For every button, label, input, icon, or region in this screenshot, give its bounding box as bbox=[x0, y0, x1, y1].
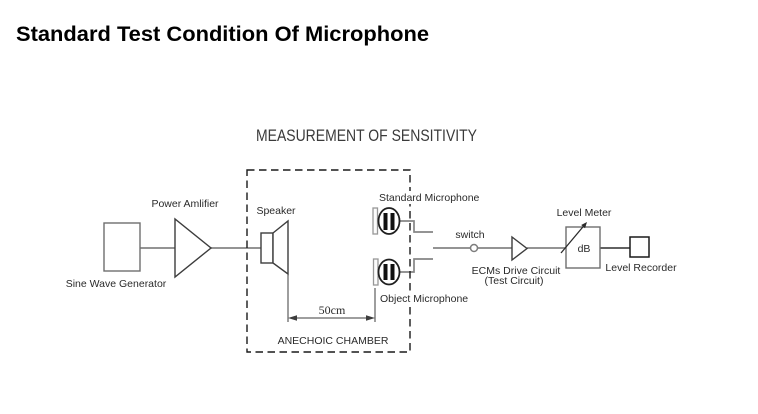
object-microphone-symbol bbox=[372, 258, 401, 286]
standard-microphone-bar-right bbox=[390, 213, 395, 230]
diagram-subtitle: MEASUREMENT OF SENSITIVITY bbox=[256, 126, 477, 145]
sine-wave-generator-label: Sine Wave Generator bbox=[66, 278, 167, 290]
level-recorder-box bbox=[629, 236, 650, 258]
wire-standard-mic-to-switch bbox=[400, 220, 433, 233]
object-microphone-holder bbox=[372, 258, 379, 286]
anechoic-chamber-border bbox=[246, 169, 411, 353]
standard-microphone-holder bbox=[372, 207, 379, 235]
distance-extension-lines bbox=[287, 274, 376, 322]
object-microphone-label: Object Microphone bbox=[380, 293, 468, 305]
standard-microphone-bar-left bbox=[383, 213, 388, 230]
standard-microphone-symbol bbox=[372, 207, 401, 235]
test-circuit-label: (Test Circuit) bbox=[485, 275, 544, 287]
sine-wave-generator-box bbox=[103, 222, 141, 272]
ecms-drive-circuit-label: ECMs Drive Circuit bbox=[472, 265, 561, 277]
object-mic-label-mask bbox=[405, 293, 461, 306]
level-meter-needle-arrowhead bbox=[581, 222, 587, 229]
distance-label: 50cm bbox=[319, 303, 346, 317]
level-meter-box bbox=[565, 226, 601, 269]
power-amplifier-triangle bbox=[174, 217, 213, 279]
standard-microphone-label: Standard Microphone bbox=[379, 192, 480, 204]
switch-contact-circle bbox=[469, 243, 479, 253]
speaker-label: Speaker bbox=[256, 205, 296, 217]
standard-microphone-capsule bbox=[377, 207, 401, 235]
level-meter-label: Level Meter bbox=[557, 207, 612, 219]
standard-mic-label-mask bbox=[405, 191, 471, 204]
page-title: Standard Test Condition Of Microphone bbox=[16, 23, 429, 46]
speaker-driver-rect bbox=[260, 232, 274, 264]
distance-arrowhead-left bbox=[288, 315, 297, 321]
object-microphone-capsule bbox=[377, 258, 401, 286]
switch-label: switch bbox=[455, 229, 484, 241]
distance-arrowhead-right bbox=[366, 315, 375, 321]
anechoic-chamber-label: ANECHOIC CHAMBER bbox=[278, 335, 389, 347]
db-label: dB bbox=[578, 243, 591, 255]
ecms-drive-circuit-triangle bbox=[511, 235, 529, 262]
level-meter-needle bbox=[560, 224, 585, 254]
level-recorder-label: Level Recorder bbox=[605, 262, 677, 274]
speaker-cone bbox=[272, 219, 289, 276]
object-microphone-bar-right bbox=[390, 264, 395, 280]
wire-object-mic-to-switch bbox=[400, 258, 433, 273]
power-amplifier-label: Power Amlifier bbox=[151, 198, 219, 210]
object-microphone-bar-left bbox=[383, 264, 388, 280]
